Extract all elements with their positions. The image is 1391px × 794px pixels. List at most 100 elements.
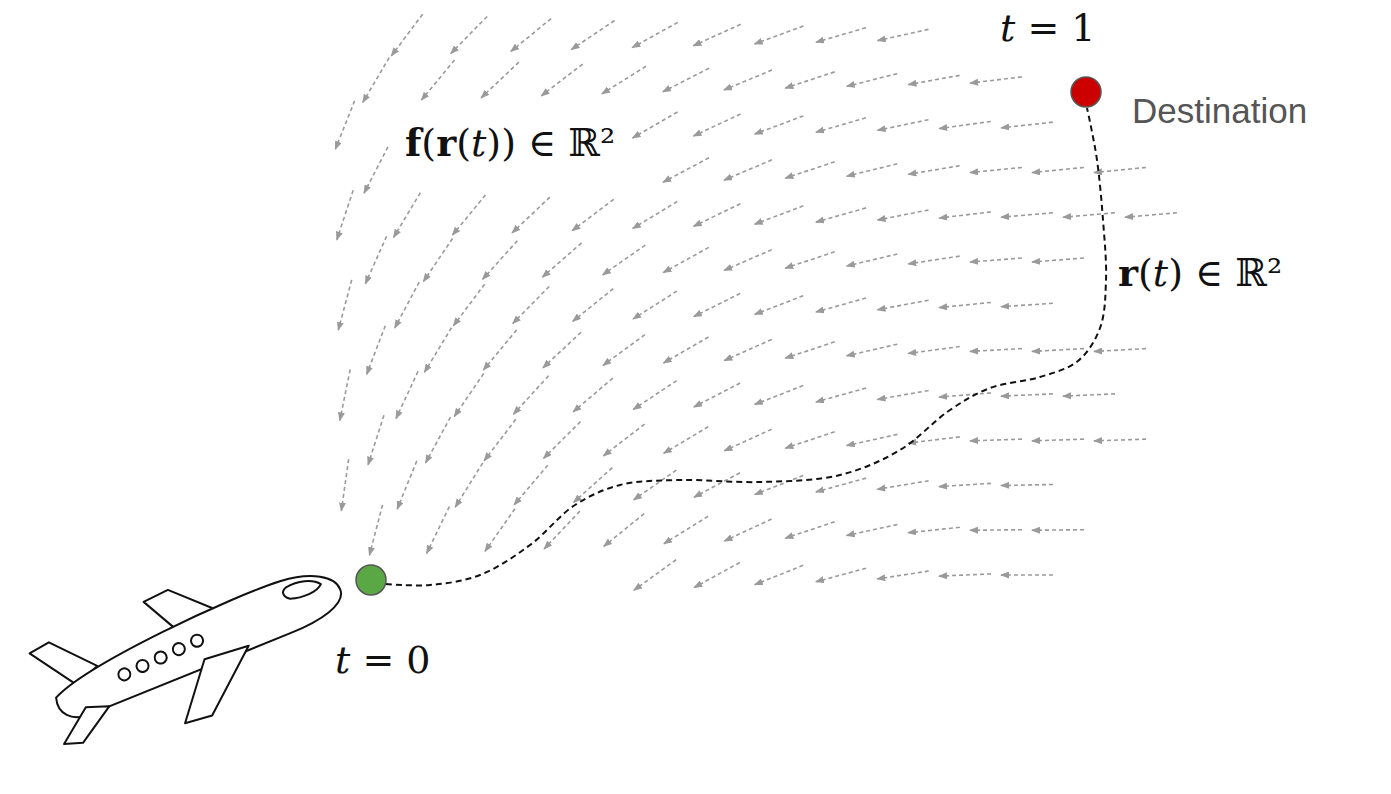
- vector-field-arrow: [970, 167, 1022, 172]
- vector-field-arrow: [511, 19, 551, 52]
- vector-field-arrow: [367, 326, 386, 375]
- vector-field-arrow: [785, 72, 834, 88]
- vector-field-arrow: [603, 335, 645, 366]
- vector-field-arrow: [1032, 167, 1084, 172]
- vector-field-arrow: [816, 478, 866, 492]
- vector-field-arrow: [908, 166, 959, 174]
- vector-field-arrow: [1001, 213, 1053, 218]
- vector-field-arrow: [1001, 394, 1053, 396]
- vector-field-label: f(r(t)) ∈ ℝ²: [405, 122, 615, 165]
- vector-field-arrow: [877, 300, 928, 310]
- vector-field-arrow: [847, 254, 898, 266]
- vector-field-arrow: [816, 388, 866, 402]
- vector-field-arrow: [908, 75, 959, 84]
- vector-field-arrow: [573, 289, 614, 322]
- vector-field-arrow: [724, 160, 772, 180]
- vector-field-arrow: [724, 429, 771, 451]
- vector-field-arrow: [633, 202, 677, 229]
- vector-field-arrow: [755, 386, 803, 405]
- vector-field-arrow: [724, 339, 772, 360]
- vector-field-arrow: [664, 427, 709, 454]
- vector-field-arrow: [364, 147, 388, 193]
- vector-field-arrow: [369, 505, 382, 555]
- vector-field-arrow: [335, 101, 354, 149]
- vector-field-arrow: [395, 282, 419, 328]
- airplane-window: [117, 667, 133, 683]
- vector-field-arrow: [970, 349, 1022, 352]
- vector-field-arrow: [571, 21, 614, 50]
- vector-field-arrow: [483, 330, 516, 370]
- destination-point: [1071, 77, 1101, 107]
- vector-field-arrow: [452, 195, 485, 235]
- vector-field-arrow: [423, 238, 452, 281]
- vector-field-arrow: [785, 342, 834, 358]
- vector-field-arrow: [663, 247, 708, 272]
- vector-field: [335, 14, 1177, 590]
- vector-field-arrow: [544, 511, 580, 549]
- vector-field-arrow: [368, 415, 384, 465]
- vector-field-arrow: [663, 158, 709, 182]
- vector-field-arrow: [1094, 167, 1146, 172]
- start-point: [356, 565, 386, 595]
- vector-field-arrow: [1001, 574, 1053, 576]
- vector-field-arrow: [1032, 258, 1084, 262]
- vector-field-arrow: [634, 560, 676, 591]
- vector-field-arrow: [573, 378, 613, 412]
- vector-field-arrow: [694, 204, 741, 227]
- vector-field-arrow: [602, 66, 646, 94]
- vector-field-arrow: [724, 519, 771, 541]
- vector-field-arrow: [1063, 213, 1115, 218]
- vector-field-arrow: [939, 393, 991, 397]
- trajectory-label: r(t) ∈ ℝ²: [1118, 252, 1282, 295]
- vector-field-arrow: [481, 62, 519, 98]
- vector-field-arrow: [394, 193, 421, 238]
- vector-field-arrow: [483, 241, 518, 280]
- vector-field-arrow: [633, 291, 677, 319]
- vector-field-arrow: [543, 332, 581, 367]
- vector-field-arrow: [939, 302, 991, 307]
- vector-field-arrow: [847, 434, 898, 445]
- vector-field-arrow: [694, 293, 741, 316]
- airplane-window: [189, 633, 205, 649]
- vector-field-arrow: [391, 14, 422, 56]
- destination-label: Destination: [1132, 92, 1307, 131]
- vector-field-arrow: [816, 568, 866, 582]
- vector-field-arrow: [847, 164, 898, 176]
- vector-field-arrow: [664, 516, 708, 543]
- vector-field-arrow: [970, 439, 1022, 441]
- vector-field-arrow: [341, 459, 348, 510]
- time-label: t = 1: [1000, 8, 1096, 50]
- vector-field-arrow: [634, 470, 677, 500]
- vector-field-arrow: [604, 514, 644, 547]
- vector-field-arrow: [755, 565, 803, 584]
- time-label: t = 0: [335, 640, 431, 682]
- airplane-icon: [25, 530, 366, 771]
- vector-field-arrow: [939, 574, 991, 576]
- vector-field-arrow: [1032, 529, 1084, 531]
- vector-field-arrow: [939, 121, 991, 128]
- vector-field-arrow: [755, 26, 804, 44]
- vector-field-arrow: [724, 250, 772, 271]
- vector-field-arrow: [785, 432, 834, 448]
- vector-field-arrow: [514, 465, 548, 505]
- vector-field-arrow: [755, 475, 803, 494]
- vector-field-arrow: [485, 509, 515, 552]
- vector-field-arrow: [513, 376, 548, 414]
- vector-field-arrow: [847, 74, 897, 87]
- vector-field-arrow: [424, 328, 451, 372]
- vector-field-arrow: [338, 280, 351, 330]
- vector-field-arrow: [397, 461, 417, 509]
- vector-field-arrow: [908, 256, 959, 264]
- vector-field-arrow: [512, 197, 550, 233]
- vector-field-arrow: [785, 162, 834, 178]
- vector-field-arrow: [816, 28, 866, 43]
- vector-field-arrow: [1001, 122, 1053, 128]
- vector-field-arrow: [574, 468, 613, 503]
- vector-field-arrow: [908, 437, 960, 443]
- vector-field-arrow: [694, 383, 740, 407]
- vector-field-arrow: [426, 417, 451, 463]
- vector-field-arrow: [421, 60, 454, 100]
- vector-field-arrow: [454, 374, 483, 417]
- vector-field-arrow: [908, 347, 960, 354]
- vector-field-arrow: [663, 337, 708, 363]
